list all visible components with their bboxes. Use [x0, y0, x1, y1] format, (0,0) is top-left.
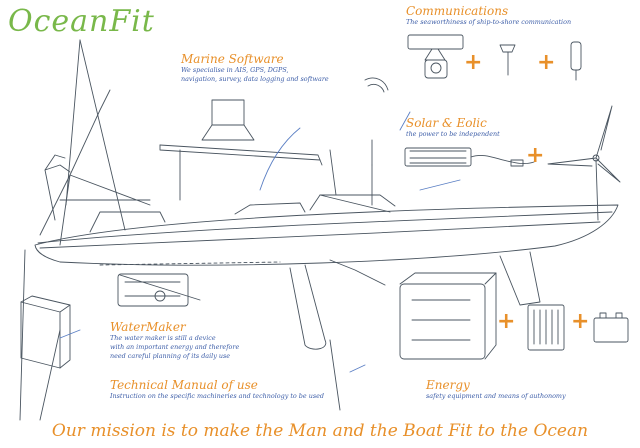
solar-eolic-desc: the power to be independent	[406, 130, 500, 138]
communications-block: Communications The seaworthiness of ship…	[406, 4, 571, 27]
mission-statement: Our mission is to make the Man and the B…	[51, 421, 589, 441]
plus-icon: +	[537, 50, 556, 75]
solar-eolic-title: Solar & Eolic	[406, 116, 487, 130]
marine-software-block: Marine Software We specialise in AIS, GP…	[181, 52, 329, 84]
plus-icon: +	[526, 143, 545, 168]
marine-software-desc-line1: We specialise in AIS, GPS, DGPS,	[181, 66, 289, 74]
water-maker-title: WaterMaker	[110, 320, 186, 334]
solar-eolic-block: Solar & Eolic the power to be independen…	[406, 116, 500, 139]
water-maker-block: WaterMaker The water maker is still a de…	[110, 320, 239, 361]
plus-icon: +	[571, 309, 590, 334]
water-maker-desc-line2: with an important energy and therefore	[110, 343, 240, 351]
energy-desc: safety equipment and means of authonomy	[426, 392, 566, 400]
marine-software-desc-line2: navigation, survey, data logging and sof…	[181, 75, 329, 83]
communications-title: Communications	[406, 4, 509, 18]
technical-manual-title: Technical Manual of use	[110, 378, 258, 392]
plus-icon: +	[464, 50, 483, 75]
energy-title: Energy	[426, 378, 470, 392]
water-maker-desc-line1: The water maker is still a device	[110, 334, 216, 342]
plus-icon: +	[497, 309, 516, 334]
marine-software-title: Marine Software	[181, 52, 284, 66]
technical-manual-desc: Instruction on the specific machineries …	[110, 392, 324, 400]
water-maker-desc-line3: need careful planning of its daily use	[110, 352, 231, 360]
communications-desc: The seaworthiness of ship-to-shore commu…	[406, 18, 572, 26]
oceanfit-logo: OceanFit	[8, 4, 155, 39]
energy-block: Energy safety equipment and means of aut…	[426, 378, 566, 401]
technical-manual-block: Technical Manual of use Instruction on t…	[110, 378, 324, 401]
